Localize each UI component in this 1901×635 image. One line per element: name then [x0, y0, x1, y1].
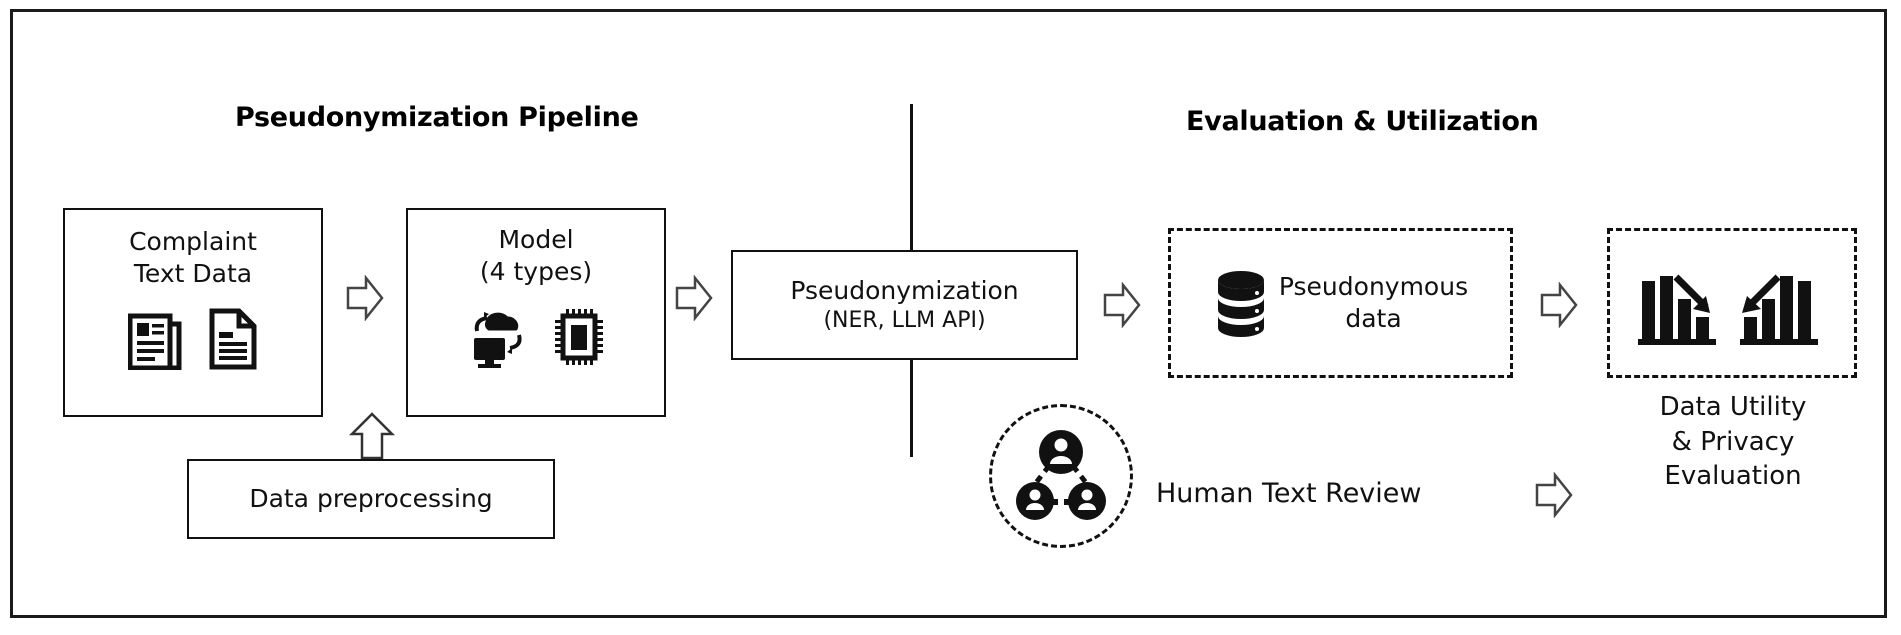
node-evaluation-charts[interactable] [1607, 228, 1857, 378]
bar-chart-down-icon [1636, 259, 1728, 347]
node-pseudonymous-data[interactable]: Pseudonymous data [1168, 228, 1513, 378]
utility-label-line2: & Privacy [1671, 426, 1795, 457]
node-data-preprocessing[interactable]: Data preprocessing [187, 459, 555, 539]
human-review-label: Human Text Review [1156, 478, 1422, 509]
pseudonymization-label-line1: Pseudonymization [790, 275, 1019, 305]
database-icon [1213, 267, 1269, 339]
node-complaint-text-data[interactable]: Complaint Text Data [63, 208, 323, 417]
section-heading-pseudonymization-pipeline: Pseudonymization Pipeline [235, 102, 639, 133]
utility-label-line1: Data Utility [1659, 392, 1807, 422]
node-pseudonymization[interactable]: Pseudonymization (NER, LLM API) [731, 250, 1078, 360]
data-preprocessing-label: Data preprocessing [249, 484, 493, 513]
document-icon [208, 308, 258, 370]
complaint-labels: Complaint Text Data [65, 226, 321, 290]
chip-icon [551, 306, 607, 368]
model-label-line2: (4 types) [479, 257, 593, 286]
pseudonymization-label-line2: (NER, LLM API) [823, 307, 986, 333]
complaint-label-line2: Text Data [133, 259, 253, 288]
bar-chart-up-icon [1736, 259, 1828, 347]
arrow-preprocessing-to-complaint [349, 412, 395, 460]
outer-frame: Pseudonymization Pipeline Evaluation & U… [10, 9, 1887, 618]
pseudonymous-data-line1: Pseudonymous [1278, 271, 1469, 301]
complaint-label-line1: Complaint [129, 227, 257, 256]
people-network-icon [1009, 426, 1113, 526]
arrow-complaint-to-model [346, 275, 384, 321]
arrow-model-to-pseudonymization [675, 275, 713, 321]
newspaper-icon [128, 308, 182, 370]
utility-label-line3: Evaluation [1664, 461, 1802, 492]
section-heading-evaluation-utilization: Evaluation & Utilization [1186, 106, 1539, 137]
pseudonymous-data-labels: Pseudonymous data [1279, 271, 1468, 336]
complaint-icons [65, 308, 321, 370]
node-human-review-circle[interactable] [989, 404, 1133, 548]
cloud-computing-icon [465, 306, 531, 368]
arrow-pseudonymization-to-data [1103, 282, 1141, 328]
pseudonymous-data-line2: data [1345, 304, 1402, 333]
utility-evaluation-labels: Data Utility & Privacy Evaluation [1613, 390, 1853, 494]
model-labels: Model (4 types) [408, 224, 664, 288]
arrow-review-to-utility [1535, 472, 1573, 518]
arrow-data-to-evaluation [1540, 282, 1578, 328]
model-label-line1: Model [498, 225, 574, 254]
node-model[interactable]: Model (4 types) [406, 208, 666, 417]
model-icons [408, 306, 664, 368]
